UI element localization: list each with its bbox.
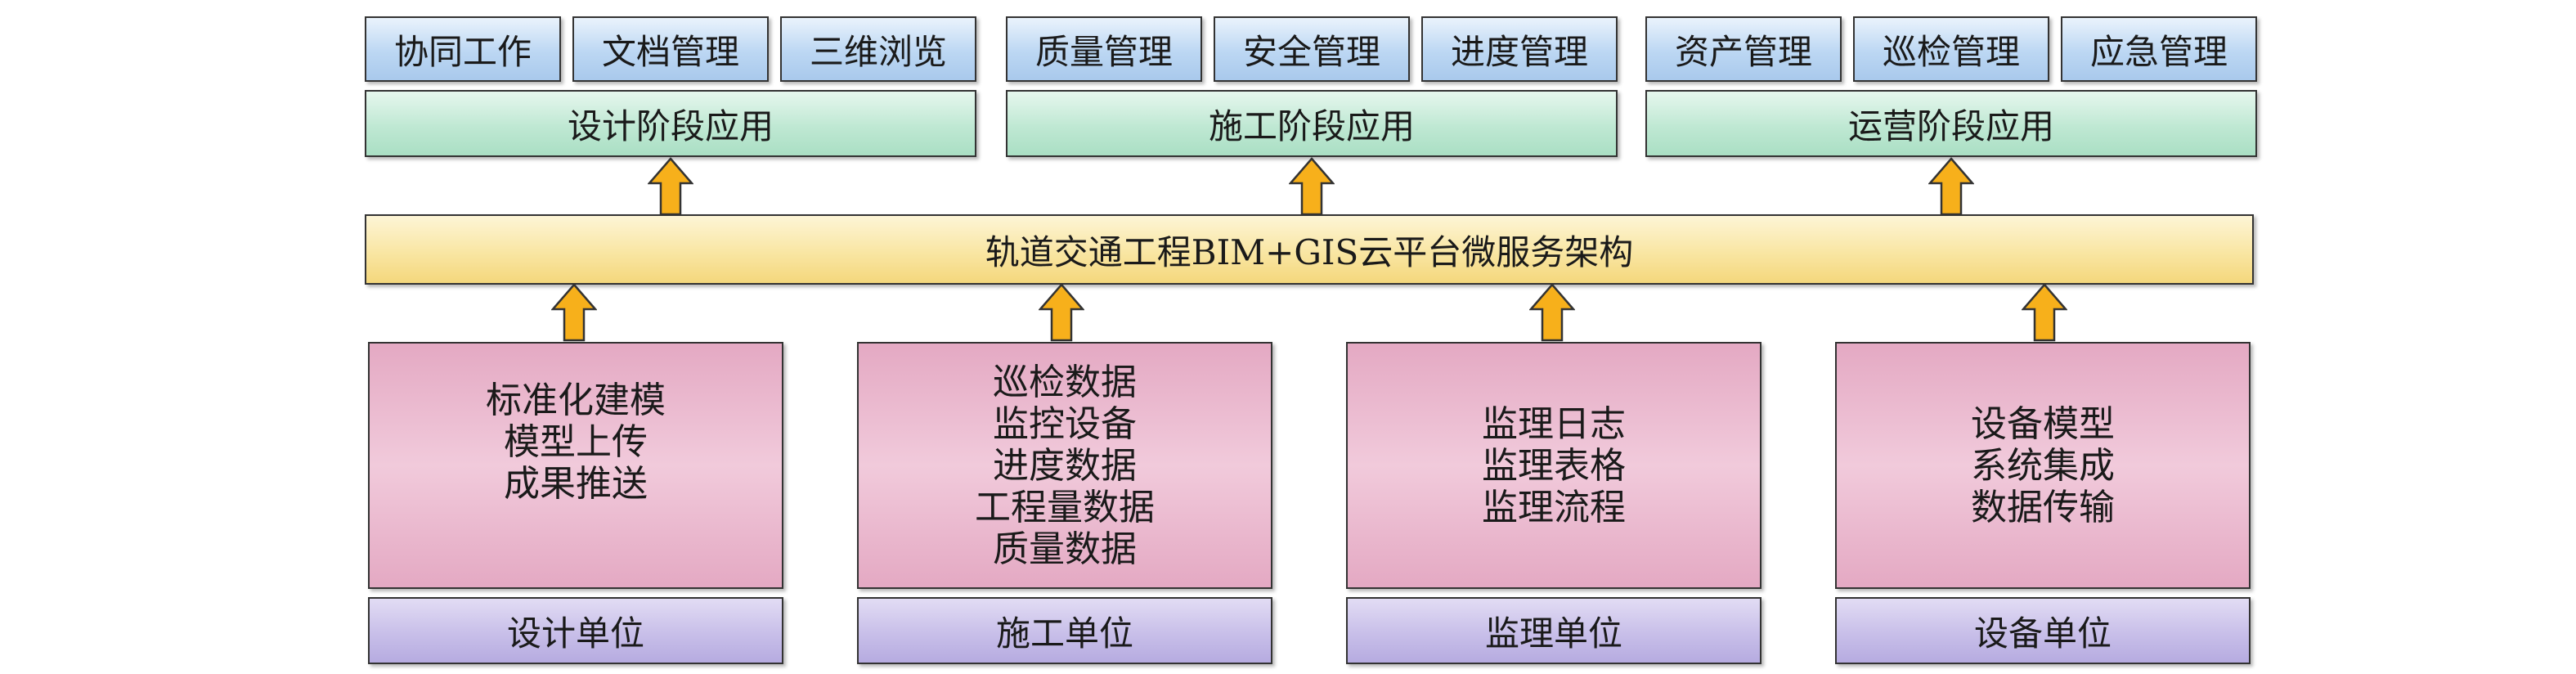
platform-bar: 轨道交通工程BIM+GIS云平台微服务架构	[365, 214, 2254, 285]
data-line: 进度数据	[993, 444, 1137, 487]
unit-box-supervision: 监理单位	[1346, 597, 1761, 664]
data-box-equipment: 设备模型 系统集成 数据传输	[1835, 342, 2251, 589]
unit-label: 监理单位	[1484, 613, 1622, 654]
stage-label: 设计阶段应用	[567, 106, 774, 146]
up-arrow-icon	[1529, 283, 1575, 342]
function-label: 应急管理	[2089, 31, 2228, 72]
up-arrow-icon	[1289, 157, 1335, 216]
unit-label: 施工单位	[995, 613, 1133, 654]
function-label: 安全管理	[1242, 31, 1380, 72]
function-box-quality: 质量管理	[1006, 16, 1202, 82]
function-box-inspection: 巡检管理	[1853, 16, 2049, 82]
stage-label: 运营阶段应用	[1847, 106, 2054, 146]
data-line: 模型上传	[504, 421, 648, 463]
data-line: 系统集成	[1971, 444, 2115, 487]
function-label: 文档管理	[601, 31, 739, 72]
up-arrow-icon	[2022, 283, 2067, 342]
up-arrow-icon	[648, 157, 693, 216]
function-label: 三维浏览	[809, 31, 947, 72]
data-line: 工程量数据	[975, 486, 1155, 528]
data-line: 监理日志	[1482, 402, 1626, 445]
data-line: 设备模型	[1971, 402, 2115, 445]
function-box-safety: 安全管理	[1214, 16, 1410, 82]
unit-label: 设计单位	[506, 613, 644, 654]
data-line: 数据传输	[1971, 486, 2115, 528]
function-box-collaboration: 协同工作	[365, 16, 561, 82]
function-box-3d-viewing: 三维浏览	[780, 16, 976, 82]
function-label: 资产管理	[1674, 31, 1812, 72]
data-line: 标准化建模	[486, 380, 666, 421]
function-label: 协同工作	[393, 31, 532, 72]
unit-box-equipment: 设备单位	[1835, 597, 2251, 664]
function-label: 进度管理	[1450, 31, 1588, 72]
data-line: 质量数据	[993, 528, 1137, 570]
function-box-progress: 进度管理	[1421, 16, 1618, 82]
unit-box-design: 设计单位	[368, 597, 783, 664]
up-arrow-icon	[1928, 157, 1974, 216]
stage-box-design: 设计阶段应用	[365, 90, 976, 157]
data-line: 监理表格	[1482, 444, 1626, 487]
stage-label: 施工阶段应用	[1208, 106, 1415, 146]
platform-label: 轨道交通工程BIM+GIS云平台微服务架构	[985, 231, 1634, 272]
data-line: 成果推送	[504, 463, 648, 505]
function-label: 巡检管理	[1882, 31, 2020, 72]
function-box-documents: 文档管理	[572, 16, 769, 82]
unit-box-construction: 施工单位	[857, 597, 1272, 664]
function-label: 质量管理	[1034, 31, 1173, 72]
function-box-emergency: 应急管理	[2061, 16, 2257, 82]
function-box-assets: 资产管理	[1645, 16, 1842, 82]
data-line: 监理流程	[1482, 486, 1626, 528]
unit-label: 设备单位	[1973, 613, 2112, 654]
data-line: 巡检数据	[993, 361, 1137, 403]
data-line: 监控设备	[993, 402, 1137, 445]
data-box-construction: 巡检数据 监控设备 进度数据 工程量数据 质量数据	[857, 342, 1272, 589]
up-arrow-icon	[551, 283, 597, 342]
data-box-design: 标准化建模 模型上传 成果推送	[368, 342, 783, 589]
stage-box-operation: 运营阶段应用	[1645, 90, 2257, 157]
data-box-supervision: 监理日志 监理表格 监理流程	[1346, 342, 1761, 589]
up-arrow-icon	[1039, 283, 1084, 342]
stage-box-construction: 施工阶段应用	[1006, 90, 1618, 157]
